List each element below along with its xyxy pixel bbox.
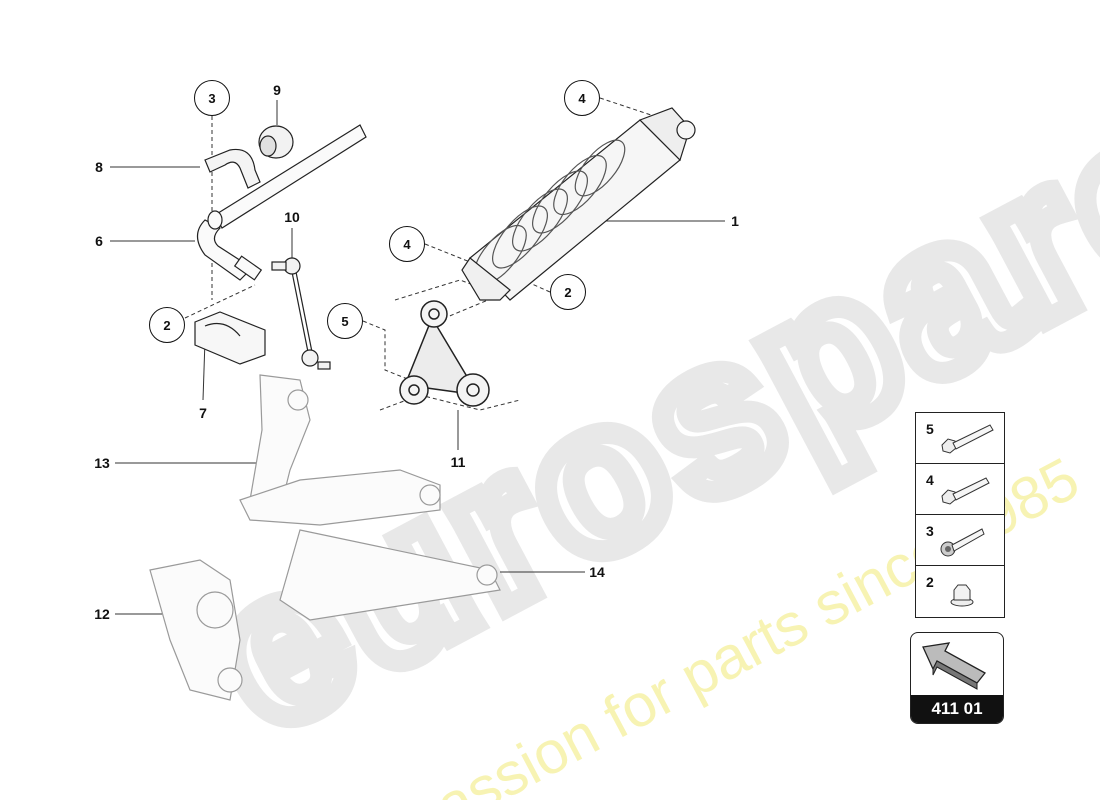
callout-2-clamp: 2 bbox=[149, 307, 185, 343]
callout-9: 9 bbox=[273, 82, 281, 98]
arrow-icon bbox=[922, 642, 986, 690]
callout-12: 12 bbox=[94, 606, 110, 622]
coupling-rod bbox=[271, 257, 331, 370]
legend-row-4: 4 bbox=[916, 464, 1004, 515]
stabilizer-bar bbox=[196, 124, 367, 281]
callout-10: 10 bbox=[284, 209, 300, 225]
dashed-leaders bbox=[184, 97, 661, 411]
callout-5: 5 bbox=[327, 303, 363, 339]
callout-4-bottom: 4 bbox=[389, 226, 425, 262]
bearing-clamp bbox=[194, 311, 266, 365]
callout-8: 8 bbox=[95, 159, 103, 175]
legend-row-3: 3 bbox=[916, 515, 1004, 566]
callout-11: 11 bbox=[450, 454, 466, 470]
legend-row-2: 2 bbox=[916, 566, 1004, 617]
stabilizer-bracket bbox=[204, 148, 261, 189]
long-bolt-icon bbox=[941, 424, 994, 454]
reference-code: 411 01 bbox=[911, 695, 1003, 723]
callout-1: 1 bbox=[731, 213, 739, 229]
callout-2-shock: 2 bbox=[550, 274, 586, 310]
callout-13: 13 bbox=[94, 455, 110, 471]
legend-number: 5 bbox=[926, 421, 934, 437]
legend-number: 4 bbox=[926, 472, 934, 488]
bolt-icon bbox=[941, 477, 990, 505]
stabilizer-bushing bbox=[258, 125, 294, 159]
subframe-assembly bbox=[149, 374, 501, 701]
legend-row-5: 5 bbox=[916, 413, 1004, 464]
callout-14: 14 bbox=[589, 564, 605, 580]
callout-3: 3 bbox=[194, 80, 230, 116]
reference-box: 411 01 bbox=[910, 632, 1004, 724]
fastener-legend: 5 4 3 2 bbox=[915, 412, 1005, 618]
callout-7: 7 bbox=[199, 405, 207, 421]
legend-number: 3 bbox=[926, 523, 934, 539]
legend-number: 2 bbox=[926, 574, 934, 590]
flange-nut-icon bbox=[950, 584, 974, 607]
washer-bolt-icon bbox=[940, 528, 985, 557]
callout-6: 6 bbox=[95, 233, 103, 249]
shock-absorber bbox=[461, 107, 696, 301]
wishbone bbox=[399, 300, 490, 407]
callout-4-top: 4 bbox=[564, 80, 600, 116]
